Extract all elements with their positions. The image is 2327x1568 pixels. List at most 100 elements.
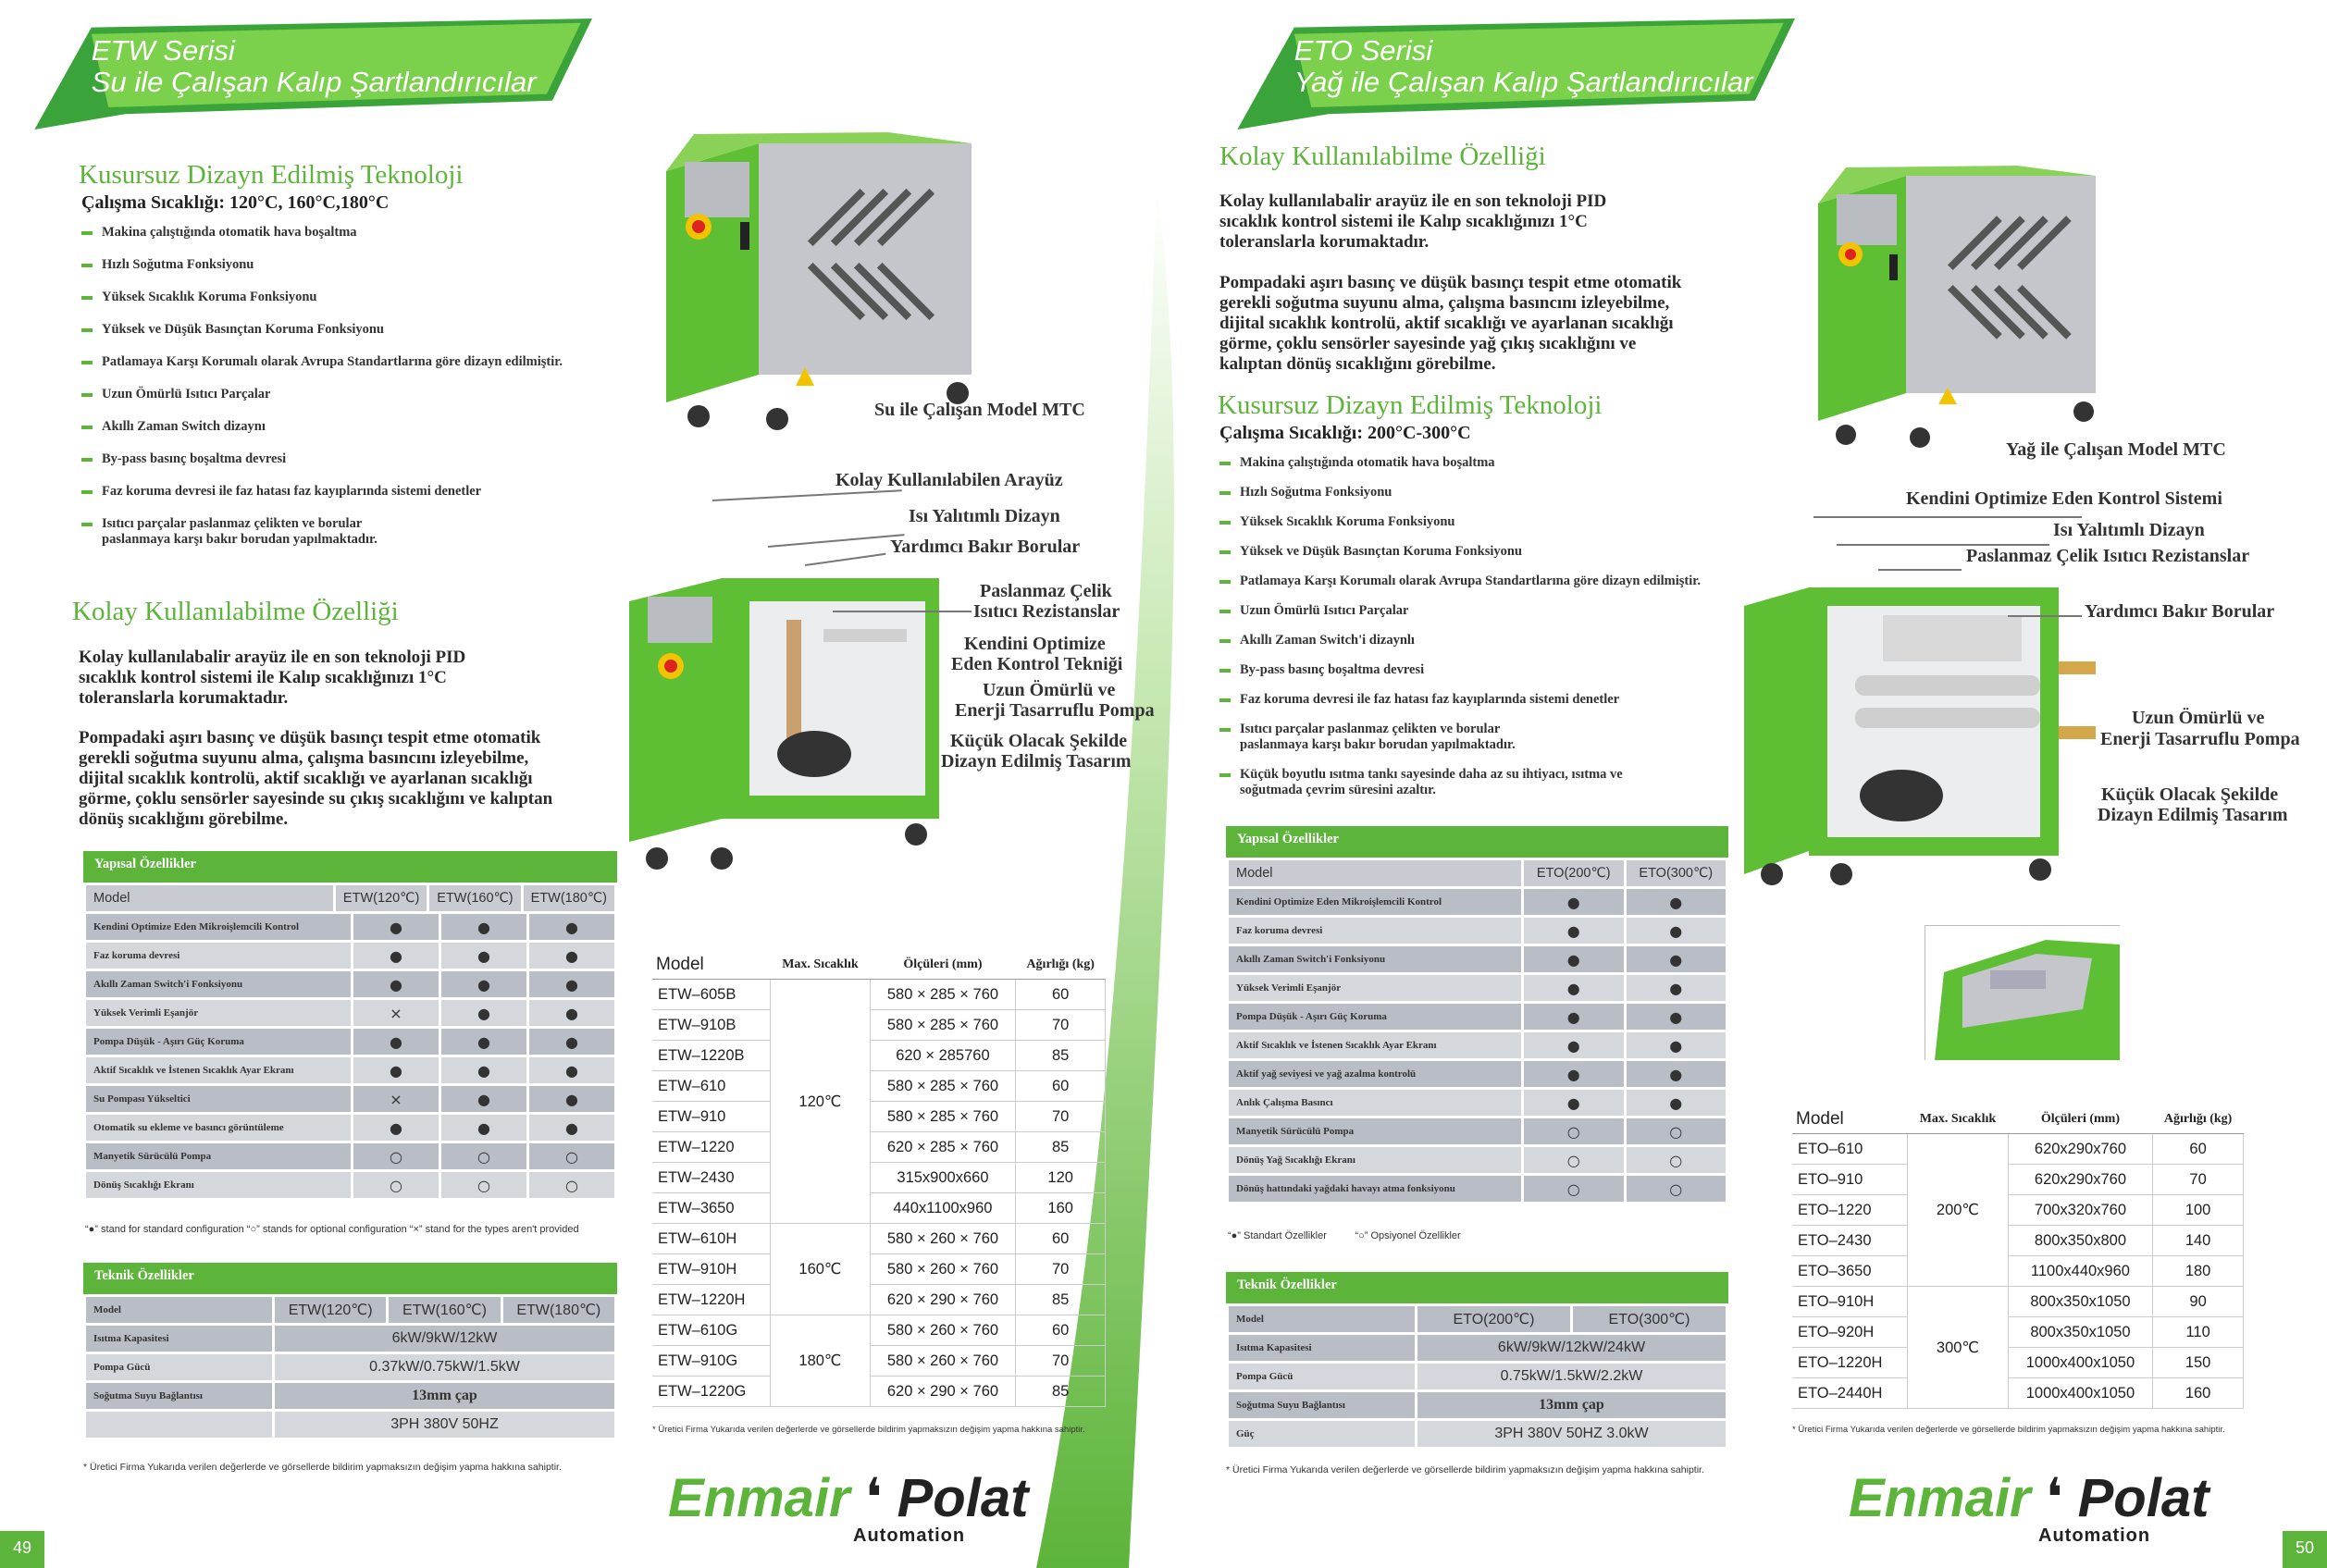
table-header: Ölçüleri (mm) [870,951,1016,980]
brand-sub: Automation [853,1525,966,1546]
right-machine-open-photo [1744,587,2096,885]
table-row: Faz koruma devresi●●● [86,943,614,969]
table-header: Ağırlığı (kg) [1015,951,1106,980]
callout-label: Enerji Tasarruflu Pompa [955,700,1155,721]
left-model-note: * Üretici Firma Yukarıda verilen değerle… [652,1425,1085,1435]
right-tech-heading: Kusursuz Dizayn Edilmiş Teknoloji [1218,390,1603,420]
left-ease-heading: Kolay Kullanılabilme Özelliği [72,597,399,626]
right-struct-table: Yapısal Özellikler Model ETO(200℃) ETO(3… [1226,826,1728,1204]
callout-label: Dizayn Edilmiş Tasarım [2098,805,2288,825]
table-header: Model [86,885,333,911]
list-item: Hızlı Soğutma Fonksiyonu [81,257,637,273]
table-header: Model [1229,860,1521,886]
table-row: Akıllı Zaman Switch'i Fonksiyonu●● [1229,946,1726,972]
right-struct-legend: “●” Standart Özellikler “○” Opsiyonel Öz… [1228,1230,1461,1241]
left-banner: ETW Serisi Su ile Çalışan Kalıp Şartland… [23,19,592,130]
table-header: Model [652,951,771,980]
right-panel-closeup [1925,925,2120,1060]
left-note: * Üretici Firma Yukarıda verilen değerle… [83,1462,562,1473]
brand-name-2: Polat [897,1468,1029,1528]
callout-line [1813,516,2082,518]
list-item: Uzun Ömürlü Isıtıcı Parçalar [81,387,637,402]
left-brand-logo: Enmair ❛ Polat Automation [668,1466,1029,1546]
table-row: Anlık Çalışma Basıncı●● [1229,1090,1726,1116]
right-note: * Üretici Firma Yukarıda verilen değerle… [1226,1464,1704,1475]
right-para2: Pompadaki aşırı basınç ve düşük basınçı … [1219,273,1682,374]
callout-label: Paslanmaz Çelik Isıtıcı Rezistanslar [1966,546,2250,566]
callout-label: Kolay Kullanılabilen Arayüz [835,470,1063,490]
table-row: Faz koruma devresi●● [1229,918,1726,944]
table-row: Model ETO(200℃) ETO(300℃) [1229,1306,1726,1332]
table-row: Kendini Optimize Eden Mikroişlemcili Kon… [86,914,614,940]
left-model-table: Model Max. Sıcaklık Ölçüleri (mm) Ağırlı… [652,951,1106,1407]
list-item: Makina çalıştığında otomatik hava boşalt… [1219,455,1775,471]
left-struct-legend: “●” stand for standard configuration “○”… [85,1224,579,1235]
table-row: Su Pompası Yükseltici×●● [86,1086,614,1112]
table-title: Yapısal Özellikler [1226,826,1728,858]
list-item: Yüksek ve Düşük Basınçtan Koruma Fonksiy… [1219,544,1775,560]
callout-label: Dizayn Edilmiş Tasarım [941,751,1132,772]
right-tech-table: Teknik Özellikler Model ETO(200℃) ETO(30… [1226,1272,1728,1450]
callout-label: Uzun Ömürlü ve [2132,708,2265,728]
table-row: Dönüş hattındaki yağdaki havayı atma fon… [1229,1176,1726,1202]
table-row: Model ETW(120℃) ETW(160℃) ETW(180℃) [86,1297,614,1323]
list-item: Yüksek Sıcaklık Koruma Fonksiyonu [1219,514,1775,530]
left-tech-heading: Kusursuz Dizayn Edilmiş Teknoloji [79,160,464,190]
list-item: Makina çalıştığında otomatik hava boşalt… [81,225,637,241]
callout-line [2008,615,2082,617]
callout-line [1878,569,1962,571]
callout-line [1837,544,2049,546]
table-row: Otomatik su ekleme ve basıncı görüntülem… [86,1115,614,1141]
table-row: Akıllı Zaman Switch'i Fonksiyonu●●● [86,971,614,997]
left-temp: Çalışma Sıcaklığı: 120°C, 160°C,180°C [81,192,390,213]
table-title: Yapısal Özellikler [83,851,617,883]
table-row: Aktif yağ seviyesi ve yağ azalma kontrol… [1229,1061,1726,1087]
table-header: Model [1792,1105,1908,1134]
callout-line [768,534,905,548]
list-item: Faz koruma devresi ile faz hatası faz ka… [81,484,637,500]
table-row: Kendini Optimize Eden Mikroişlemcili Kon… [1229,889,1726,915]
table-row: Yüksek Verimli Eşanjör●● [1229,975,1726,1001]
table-header: Max. Sıcaklık [1907,1105,2009,1134]
list-item: Isıtıcı parçalar paslanmaz çelikten ve b… [81,516,407,548]
list-item: By-pass basınç boşaltma devresi [81,451,637,467]
table-row: Aktif Sıcaklık ve İstenen Sıcaklık Ayar … [1229,1032,1726,1058]
list-item: Patlamaya Karşı Korumalı olarak Avrupa S… [1219,574,1775,589]
brand-swirl-icon: ❛ [864,1468,883,1528]
list-item: Akıllı Zaman Switch dizaynı [81,419,637,435]
brand-name-1: Enmair [668,1468,850,1528]
callout-label: Uzun Ömürlü ve [983,680,1116,700]
callout-label: Isıtıcı Rezistanslar [973,601,1120,622]
right-brand-logo: Enmair ❛ Polat Automation [1849,1466,2209,1546]
right-photo-caption: Yağ ile Çalışan Model MTC [2006,439,2226,460]
callout-line [712,489,902,501]
left-feature-list: Makina çalıştığında otomatik hava boşalt… [81,225,637,548]
table-row: Dönüş Sıcaklığı Ekranı○○○ [86,1172,614,1198]
left-para1: Kolay kullanılabalir arayüz ile en son t… [79,648,466,708]
list-item: Faz koruma devresi ile faz hatası faz ka… [1219,692,1775,708]
brand-sub: Automation [2038,1525,2151,1546]
left-banner-subtitle: Su ile Çalışan Kalıp Şartlandırıcılar [91,66,537,98]
callout-label: Kendini Optimize [964,634,1106,654]
left-photo-caption: Su ile Çalışan Model MTC [874,400,1085,420]
